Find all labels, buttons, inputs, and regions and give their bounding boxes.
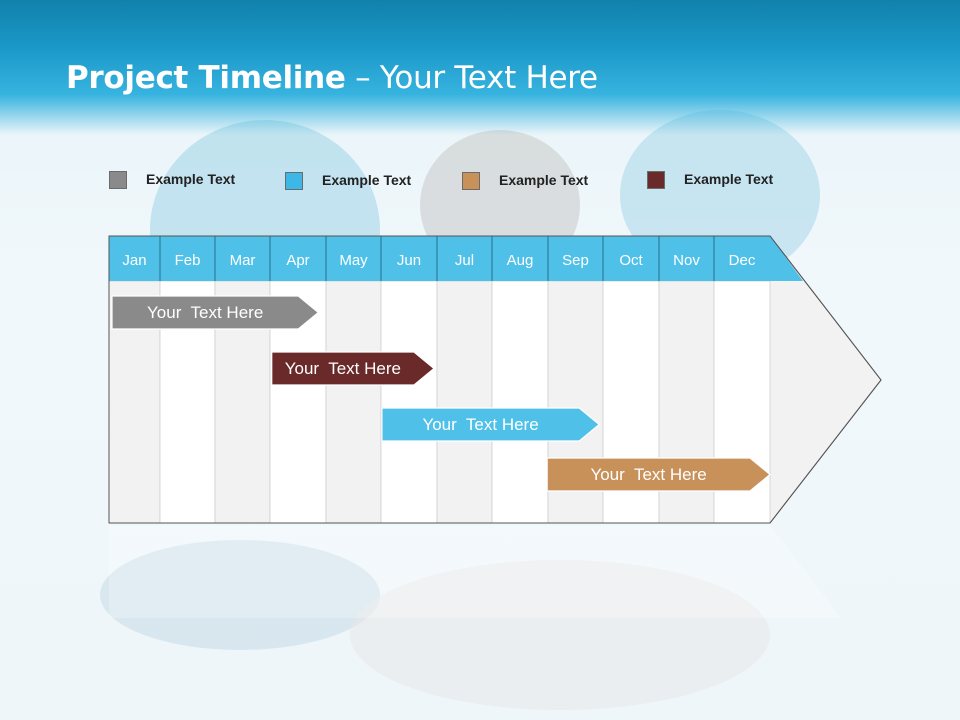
page-title: Project Timeline – Your Text Here	[66, 60, 598, 96]
task-bar	[271, 351, 435, 386]
month-column	[436, 280, 493, 524]
photo-laptop-lap	[350, 560, 770, 710]
legend-swatch-tan	[462, 172, 480, 190]
month-label: Aug	[507, 252, 534, 269]
month-label: Sep	[562, 252, 589, 269]
title-main: Project Timeline	[66, 60, 346, 96]
header-bar	[0, 0, 960, 135]
timeline-outline	[108, 235, 882, 524]
month-label: Apr	[286, 252, 309, 269]
month-label: Jul	[455, 252, 474, 269]
month-label: May	[339, 252, 368, 269]
month-label: Jan	[122, 252, 146, 269]
task-bar	[381, 407, 601, 442]
month-label: Mar	[230, 252, 256, 269]
month-label: Nov	[673, 252, 700, 269]
month-label: Jun	[397, 252, 421, 269]
task-label: Your Text Here	[147, 303, 263, 322]
task-label: Your Text Here	[285, 359, 401, 378]
month-column	[325, 280, 382, 524]
legend-label-tan: Example Text	[499, 172, 589, 188]
task-bar	[111, 295, 320, 330]
task-label: Your Text Here	[422, 415, 538, 434]
title-subtitle: – Your Text Here	[345, 60, 598, 96]
month-header-row	[109, 236, 770, 281]
legend-swatch-blue	[285, 172, 303, 190]
legend-label-maroon: Example Text	[684, 171, 774, 187]
legend-swatch-gray	[109, 171, 127, 189]
legend-swatch-maroon	[647, 171, 665, 189]
month-label: Dec	[729, 252, 756, 269]
month-column	[380, 280, 438, 524]
timeline-reflection	[109, 525, 841, 618]
legend-label-gray: Example Text	[146, 171, 236, 187]
month-label: Feb	[175, 252, 201, 269]
legend-label-blue: Example Text	[322, 172, 412, 188]
photo-jeans	[100, 540, 380, 650]
month-label: Oct	[619, 252, 643, 269]
task-bar	[546, 457, 771, 492]
task-label: Your Text Here	[590, 465, 706, 484]
month-column	[491, 280, 549, 524]
